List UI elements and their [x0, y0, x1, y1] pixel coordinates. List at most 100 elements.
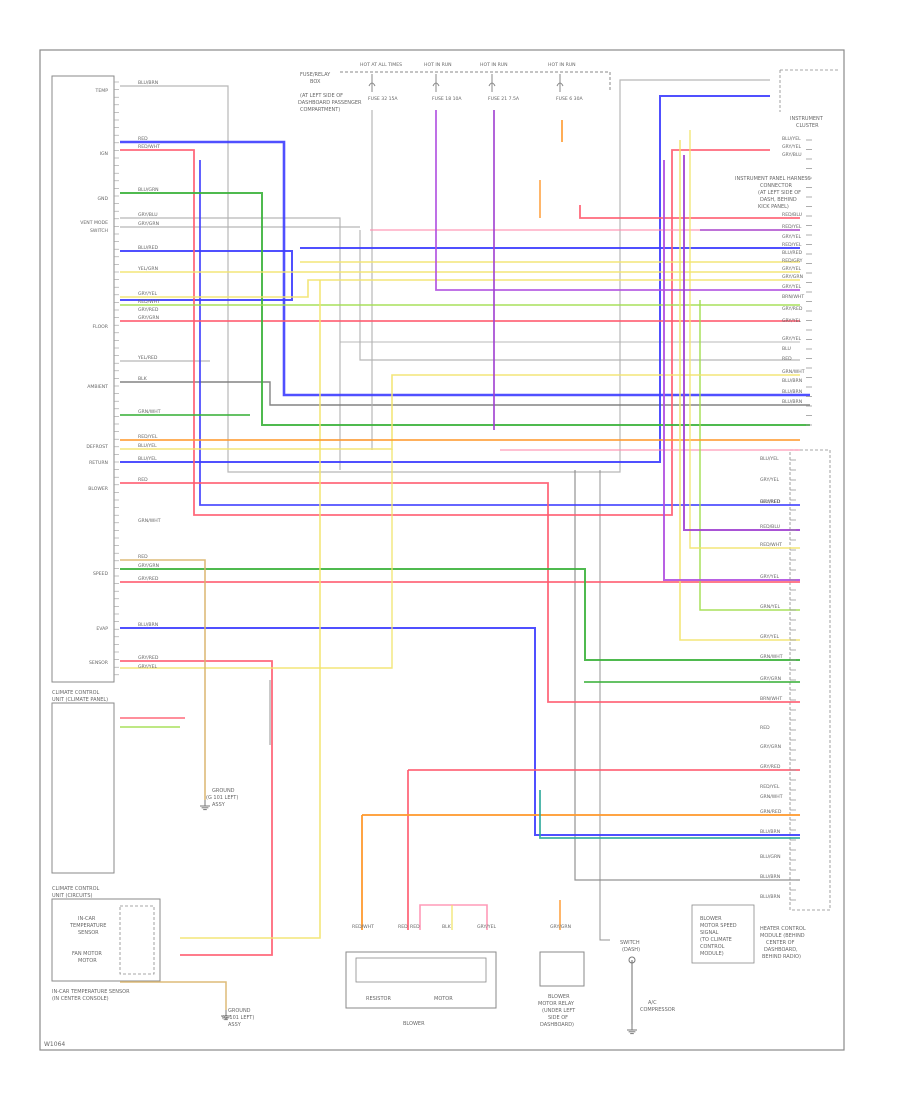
wire-color-label: BLU/BRN: [138, 80, 158, 86]
instrument-cluster-label-1: INSTRUMENT: [790, 116, 824, 122]
wire-yellow-297: [120, 279, 800, 298]
wire-blu-brn-feed: [120, 79, 770, 473]
blower-wire-label: GRY/GRN: [550, 924, 571, 930]
wire-color-label: RED: [138, 554, 148, 560]
wire-color-label: BLK: [138, 376, 148, 382]
module-pin-label: FLOOR: [93, 324, 109, 330]
heater-control-label-5: BEHIND RADIO): [762, 954, 801, 960]
temp-sensor-footer-2: (IN CENTER CONSOLE): [52, 996, 109, 1002]
harness-wire-label: RED/GRY: [782, 258, 803, 264]
wire-color-label: GRN/WHT: [138, 409, 161, 415]
wire-yellow-668: [120, 449, 393, 669]
heater-control-label-2: MODULE (BEHIND: [760, 933, 805, 939]
wire-color-label: GRY/YEL: [138, 291, 158, 297]
speed-signal-label-2: MOTOR SPEED: [700, 923, 737, 929]
module-pin-label: AMBIENT: [87, 384, 108, 390]
ac-compressor-label-2: COMPRESSOR: [640, 1007, 676, 1013]
harness-wire-label: BLU/BRN: [782, 389, 802, 395]
wire-lightgreen-700: [699, 300, 800, 611]
harness-wire-label: BRN/WHT: [782, 294, 804, 300]
module-pin-label: EVAP: [96, 626, 108, 632]
harness-wire-label: GRY/YEL: [782, 266, 802, 272]
wire-red-218: [579, 205, 800, 219]
ac-compressor-label-1: A/C: [648, 1000, 657, 1006]
harness-wire-label: GRY/BLU: [782, 152, 802, 158]
wire-color-label: GRY/GRN: [138, 221, 159, 227]
ac-switch-label-1: SWITCH: [620, 940, 640, 946]
fuse-symbol: [556, 82, 564, 87]
wire-gray-360: [359, 230, 800, 361]
fuse-rating: FUSE 32 15A: [368, 96, 398, 102]
wire-blue-505: [199, 160, 800, 506]
module-wire-label: GRY/GRN: [760, 676, 781, 682]
wire-blue-628: [120, 627, 800, 836]
module-wire-label: RED/YEL: [760, 784, 780, 790]
wire-color-label: BLU/RED: [138, 245, 158, 251]
fuse-symbol: [368, 82, 376, 87]
module-pin-label: VENT MODE: [80, 220, 108, 226]
fuse-rating: FUSE 6 30A: [556, 96, 584, 102]
wire-red-150: [120, 149, 770, 516]
blower-resistor-label: RESISTOR: [366, 996, 391, 1002]
module-wire-label: RED/WHT: [760, 542, 782, 548]
climate-panel-box: [51, 702, 115, 874]
wire-color-label: RED: [138, 477, 148, 483]
wire-color-label: GRY/YEL: [138, 664, 158, 670]
harness-wire-label: BLU/YEL: [782, 136, 801, 142]
ground-1-label-2: (G 101 LEFT): [206, 795, 238, 801]
temp-sensor-sub-4: FAN MOTOR: [72, 951, 102, 957]
module-wire-label: BLU/RED: [760, 499, 780, 505]
temp-sensor-sub-2: TEMPERATURE: [69, 923, 106, 929]
harness-label-1: INSTRUMENT PANEL HARNESS: [735, 176, 811, 182]
wire-color-label: GRY/RED: [138, 307, 159, 313]
wire-color-label: GRY/RED: [138, 655, 159, 661]
wire-yellow-690: [689, 130, 800, 549]
blower-motor-label: MOTOR: [434, 996, 453, 1002]
harness-wire-label: GRY/RED: [782, 306, 803, 312]
module-wire-label: BLU/GRN: [760, 854, 781, 860]
module-wire-label: BRN/WHT: [760, 696, 782, 702]
blower-title: BLOWER: [403, 1021, 425, 1027]
module-pin-label: TEMP: [95, 88, 109, 94]
wire-color-label: GRY/BLU: [138, 212, 158, 218]
fuse-rating: FUSE 18 10A: [432, 96, 462, 102]
module-wire-label: GRY/RED: [760, 499, 781, 505]
harness-wire-label: GRY/GRN: [782, 274, 803, 280]
fuse-title: HOT IN RUN: [424, 62, 452, 68]
fuse-symbol: [432, 82, 440, 87]
wire-yellow-680: [679, 140, 800, 641]
module-wire-label: GRN/RED: [760, 809, 782, 815]
wire-tan-ground: [120, 981, 227, 1010]
wire-color-label: RED/WHT: [138, 144, 160, 150]
speed-signal-label-6: MODULE): [700, 951, 724, 957]
wire-color-label: RED/YEL: [138, 434, 158, 440]
harness-wire-label: RED/YEL: [782, 224, 802, 230]
wire-color-label: GRY/RED: [138, 576, 159, 582]
instrument-cluster-label-2: CLUSTER: [796, 123, 819, 129]
fuse-block: HOT AT ALL TIMES FUSE 32 15A HOT IN RUN FUS…: [340, 62, 611, 102]
blower-relay-label-4: SIDE OF: [548, 1015, 568, 1021]
wire-black-382: [120, 381, 810, 406]
wire-blue-142: [120, 140, 810, 397]
temp-sensor-label-2: UNIT (CIRCUITS): [52, 893, 93, 899]
fuse-title: HOT AT ALL TIMES: [360, 62, 402, 68]
wire-color-label: BLU/YEL: [138, 456, 157, 462]
ground-2-label-3: ASSY: [228, 1022, 242, 1028]
heater-control-label-1: HEATER CONTROL: [760, 926, 806, 932]
temp-sensor-sub-5: MOTOR: [78, 958, 97, 964]
wire-blue-251: [120, 250, 293, 301]
temp-sensor-footer-1: IN-CAR TEMPERATURE SENSOR: [52, 989, 130, 995]
ground-2-label-1: GROUND: [228, 1008, 251, 1014]
wire-violet-664: [663, 160, 800, 581]
module-wire-label: GRN/WHT: [760, 654, 783, 660]
harness-wire-label: RED: [782, 356, 792, 362]
wire-purple-684: [683, 155, 800, 531]
wire-violet-436: [435, 110, 800, 291]
wire-tan-560: [120, 559, 206, 800]
wire-color-label: YEL/RED: [137, 355, 158, 361]
wire-color-label: BLU/BRN: [138, 622, 158, 628]
ground-2-label-2: (G 101 LEFT): [222, 1015, 254, 1021]
fuse-title: HOT IN RUN: [480, 62, 508, 68]
temp-sensor-inner: [119, 905, 155, 975]
blower-relay-label-1: BLOWER: [548, 994, 570, 1000]
